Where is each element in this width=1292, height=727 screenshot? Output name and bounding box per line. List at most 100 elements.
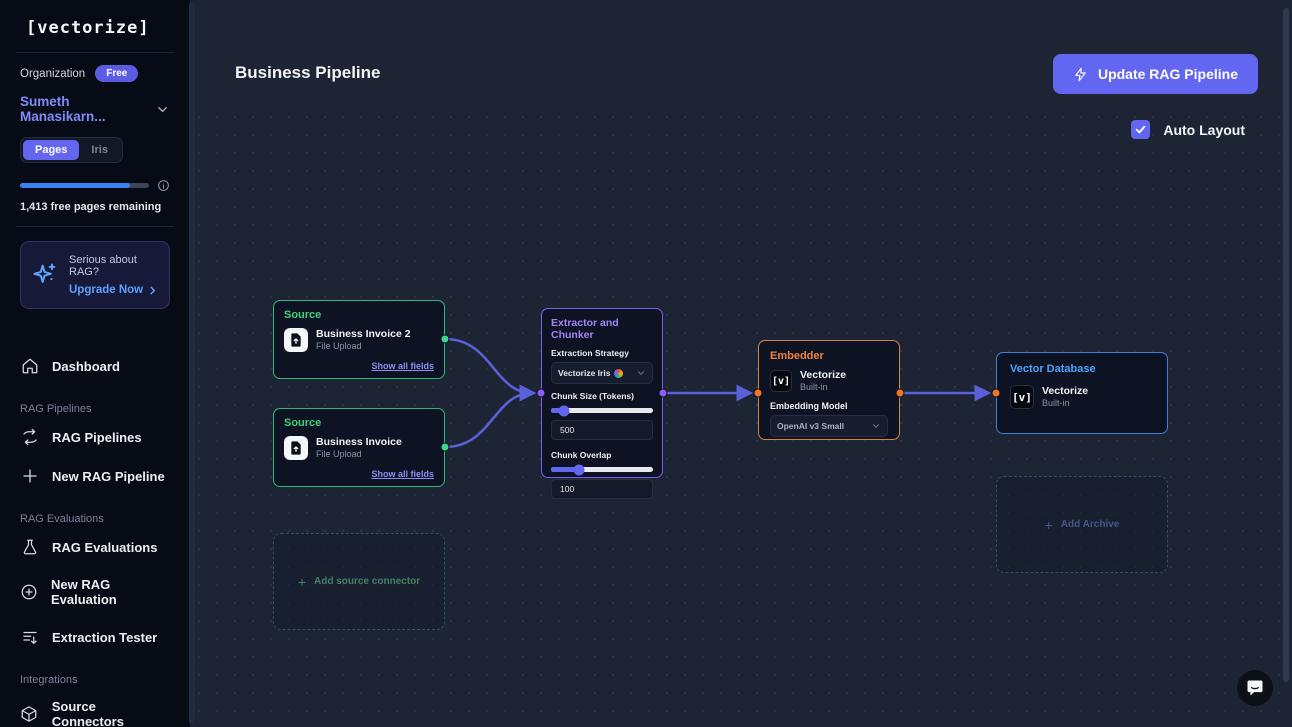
- organization-label: Organization: [20, 67, 86, 80]
- chunk-overlap-input[interactable]: 100: [551, 479, 653, 499]
- free-plan-badge: Free: [95, 65, 139, 82]
- sidebar-item-label: RAG Evaluations: [52, 539, 158, 555]
- sidebar-item-new-rag-pipeline[interactable]: New RAG Pipeline: [20, 459, 170, 493]
- pipeline-canvas[interactable]: Business Pipeline Update RAG Pipeline Au…: [190, 0, 1292, 727]
- update-rag-pipeline-button[interactable]: Update RAG Pipeline: [1052, 54, 1258, 94]
- extraction-strategy-value: Vectorize Iris: [558, 368, 611, 378]
- sidebar-scrollbar[interactable]: [189, 2, 195, 724]
- promo-text: Serious about RAG?: [69, 254, 137, 278]
- organization-row: Organization Free: [20, 65, 170, 82]
- toggle-iris[interactable]: Iris: [91, 144, 108, 156]
- edge-source1-extractor: [444, 337, 537, 402]
- list-download-icon: [20, 628, 39, 646]
- vectorize-logo: [vectorize]: [26, 18, 150, 38]
- sidebar-item-extraction-tester[interactable]: Extraction Tester: [20, 620, 170, 654]
- chunk-size-input[interactable]: 500: [551, 420, 653, 440]
- embedding-model-select[interactable]: OpenAI v3 Small: [770, 414, 888, 437]
- info-icon[interactable]: [157, 179, 170, 192]
- sidebar-item-label: Extraction Tester: [52, 629, 158, 645]
- chunk-overlap-slider-thumb[interactable]: [573, 464, 585, 475]
- source-subtitle: File Upload: [316, 449, 362, 460]
- node-source-1[interactable]: Source Business Invoice 2 File Upload Sh…: [273, 300, 445, 379]
- port-embedder-output[interactable]: [895, 388, 905, 398]
- sidebar-item-label: RAG Pipelines: [52, 429, 142, 445]
- organization-name[interactable]: Sumeth Manasikarn...: [20, 94, 106, 124]
- node-type-label: Embedder: [770, 350, 824, 362]
- show-all-fields-link[interactable]: Show all fields: [371, 469, 434, 479]
- sparkles-icon: [31, 261, 59, 289]
- sidebar-item-dashboard[interactable]: Dashboard: [20, 349, 170, 383]
- chunk-size-slider[interactable]: [551, 405, 653, 416]
- upgrade-promo-card[interactable]: Serious about RAG? Upgrade Now: [20, 241, 170, 309]
- sidebar-item-source-connectors[interactable]: Source Connectors: [20, 691, 170, 727]
- node-type-label: Extractor and Chunker: [551, 317, 619, 341]
- sidebar-item-new-rag-evaluation[interactable]: New RAG Evaluation: [20, 569, 170, 615]
- node-content-row: [v] Vectorize Built-in: [1010, 385, 1154, 410]
- chevron-down-icon: [636, 368, 646, 378]
- port-vectordb-input[interactable]: [991, 388, 1001, 398]
- flask-icon: [20, 538, 39, 556]
- usage-progress-fill: [20, 183, 130, 188]
- node-content-row: Business Invoice File Upload: [284, 436, 434, 461]
- port-source2-output[interactable]: [440, 442, 450, 452]
- port-extractor-input[interactable]: [536, 388, 546, 398]
- sidebar-item-label: New RAG Pipeline: [52, 468, 165, 484]
- port-source1-output[interactable]: [440, 334, 450, 344]
- chevron-down-icon: [871, 421, 881, 431]
- vectorize-v-icon: [v]: [770, 370, 792, 393]
- node-vector-database[interactable]: Vector Database [v] Vectorize Built-in: [996, 352, 1168, 434]
- plus-icon: [20, 467, 39, 485]
- chunk-size-slider-thumb[interactable]: [558, 405, 570, 416]
- pages-iris-toggle: Pages Iris: [20, 137, 123, 163]
- port-embedder-input[interactable]: [753, 388, 763, 398]
- node-content-row: Business Invoice 2 File Upload: [284, 328, 434, 353]
- auto-layout-checkbox[interactable]: [1131, 120, 1151, 139]
- upgrade-now-link[interactable]: Upgrade Now: [69, 284, 159, 296]
- source-name: Business Invoice 2: [316, 328, 411, 340]
- node-source-2[interactable]: Source Business Invoice File Upload Show…: [273, 408, 445, 487]
- chunk-size-label: Chunk Size (Tokens): [551, 391, 634, 401]
- chunk-overlap-slider[interactable]: [551, 464, 653, 475]
- iris-rainbow-icon: [614, 368, 624, 378]
- port-extractor-output[interactable]: [658, 388, 668, 398]
- sidebar-item-rag-evaluations[interactable]: RAG Evaluations: [20, 530, 170, 564]
- edge-source2-extractor: [444, 384, 537, 449]
- page-title: Business Pipeline: [235, 63, 381, 82]
- embedding-model-value: OpenAI v3 Small: [777, 420, 845, 431]
- chevron-right-icon: [150, 286, 156, 294]
- plus-icon: +: [1044, 516, 1053, 533]
- chat-bubble-icon: [1247, 680, 1263, 696]
- chevron-down-icon: [155, 102, 170, 117]
- vectorize-v-icon: [v]: [1010, 385, 1034, 410]
- page-scrollbar[interactable]: [1283, 8, 1289, 682]
- node-extractor-chunker[interactable]: Extractor and Chunker Extraction Strateg…: [541, 308, 663, 499]
- add-archive-button[interactable]: + Add Archive: [996, 476, 1168, 573]
- source-name: Business Invoice: [316, 436, 402, 448]
- embedding-model-label: Embedding Model: [770, 400, 848, 411]
- cube-icon: [20, 705, 39, 723]
- circle-plus-icon: [20, 583, 38, 601]
- sidebar-nav: Dashboard RAG Pipelines RAG Pipelines Ne…: [20, 349, 170, 727]
- chat-widget-button[interactable]: [1236, 669, 1274, 707]
- vectordb-subtitle: Built-in: [1042, 398, 1070, 409]
- lightning-bolt-icon: [1075, 67, 1086, 81]
- toggle-pages[interactable]: Pages: [23, 140, 80, 160]
- section-rag-pipelines: RAG Pipelines: [20, 403, 92, 415]
- update-rag-pipeline-label: Update RAG Pipeline: [1097, 66, 1238, 82]
- check-icon: [1136, 125, 1146, 134]
- node-type-label: Source: [284, 309, 322, 321]
- section-rag-evaluations: RAG Evaluations: [20, 513, 104, 525]
- node-embedder[interactable]: Embedder [v] Vectorize Built-in Embeddin…: [758, 340, 900, 440]
- sidebar-item-rag-pipelines[interactable]: RAG Pipelines: [20, 420, 170, 454]
- add-source-connector-label: Add source connector: [314, 576, 421, 587]
- show-all-fields-link[interactable]: Show all fields: [371, 361, 434, 371]
- pages-remaining-text: 1,413 free pages remaining: [20, 201, 162, 213]
- extraction-strategy-select[interactable]: Vectorize Iris: [551, 362, 653, 384]
- organization-selector[interactable]: Sumeth Manasikarn...: [20, 94, 170, 124]
- node-type-label: Source: [284, 417, 322, 429]
- vectordb-name: Vectorize: [1042, 385, 1089, 397]
- file-upload-icon: [284, 328, 308, 353]
- sidebar-item-label: Dashboard: [52, 358, 120, 374]
- add-source-connector-button[interactable]: + Add source connector: [273, 533, 445, 630]
